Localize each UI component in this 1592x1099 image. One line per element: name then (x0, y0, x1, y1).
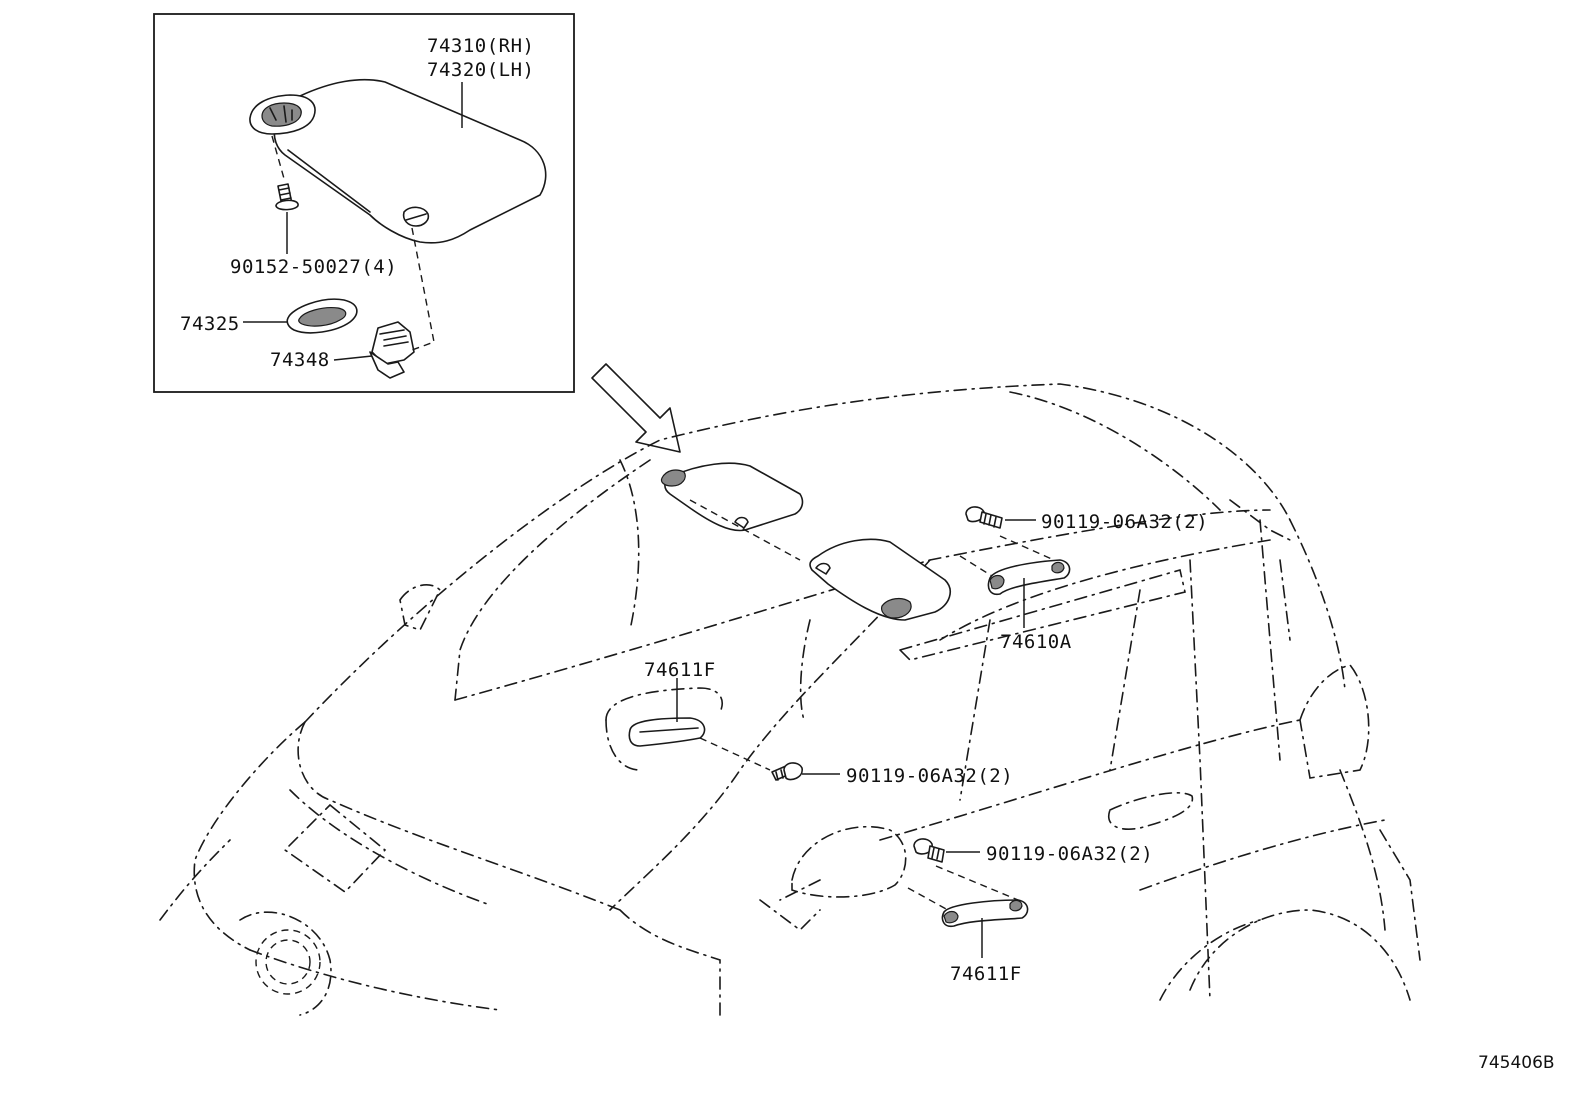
car-body (159, 383, 1421, 1016)
label-bolt-3: 90119-06A32(2) (986, 843, 1153, 865)
inset-detail: 74310(RH) 74320(LH) 90152-50027(4) 74325… (153, 13, 575, 393)
cover-part (286, 298, 358, 334)
screw-part (275, 183, 299, 211)
label-holder: 74348 (270, 349, 330, 371)
label-grip-front: 74611F (644, 659, 716, 681)
label-bolt-1: 90119-06A32(2) (1041, 511, 1208, 533)
diagram-reference: 745406B (1478, 1053, 1555, 1073)
grip-rear-part (941, 899, 1029, 928)
label-grip-74610a: 74610A (1000, 631, 1072, 653)
label-bolt-2: 90119-06A32(2) (846, 765, 1013, 787)
grip-front-part (605, 687, 724, 771)
sunvisor-part (249, 78, 547, 244)
bolt-3-part (913, 838, 945, 863)
label-sunvisor-lh: 74320(LH) (427, 59, 534, 81)
view-arrow (591, 363, 681, 453)
grip-74610a-part (987, 559, 1071, 596)
label-grip-rear: 74611F (950, 963, 1022, 985)
label-screw: 90152-50027(4) (230, 256, 397, 278)
label-sunvisor-rh: 74310(RH) (427, 35, 534, 57)
bolt-2-part (771, 762, 803, 781)
installed-sunvisors (660, 462, 951, 621)
label-cover: 74325 (180, 313, 240, 335)
holder-part (369, 321, 415, 379)
bolt-1-part (965, 506, 1003, 529)
